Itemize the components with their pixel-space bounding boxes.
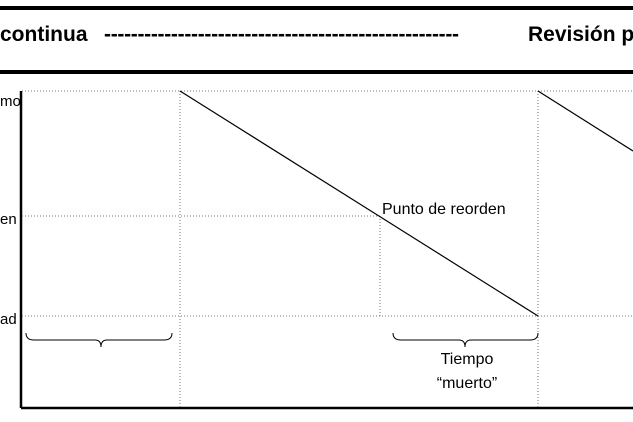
reorder-point-label: Punto de reorden <box>382 201 506 218</box>
dead-time-label-line1: Tiempo <box>441 351 494 368</box>
title-continuous-review: continua <box>0 23 88 46</box>
header-bar: continua -------------------------------… <box>0 6 633 76</box>
brace-left <box>25 332 173 348</box>
dead-time-label-line2: “muerto” <box>437 375 497 392</box>
inventory-depletion-line-next <box>537 90 633 152</box>
inventory-depletion-line <box>179 90 539 317</box>
y-label-reorder: en <box>0 211 17 228</box>
title-periodic-review: Revisión p <box>528 23 633 46</box>
header-top-rule <box>0 6 633 10</box>
title-dash-separator: ----------------------------------------… <box>104 23 459 46</box>
header-bottom-rule <box>0 70 633 74</box>
y-label-safety: ad <box>0 311 17 328</box>
brace-dead-time <box>392 332 539 348</box>
y-label-max: mo <box>0 93 21 110</box>
